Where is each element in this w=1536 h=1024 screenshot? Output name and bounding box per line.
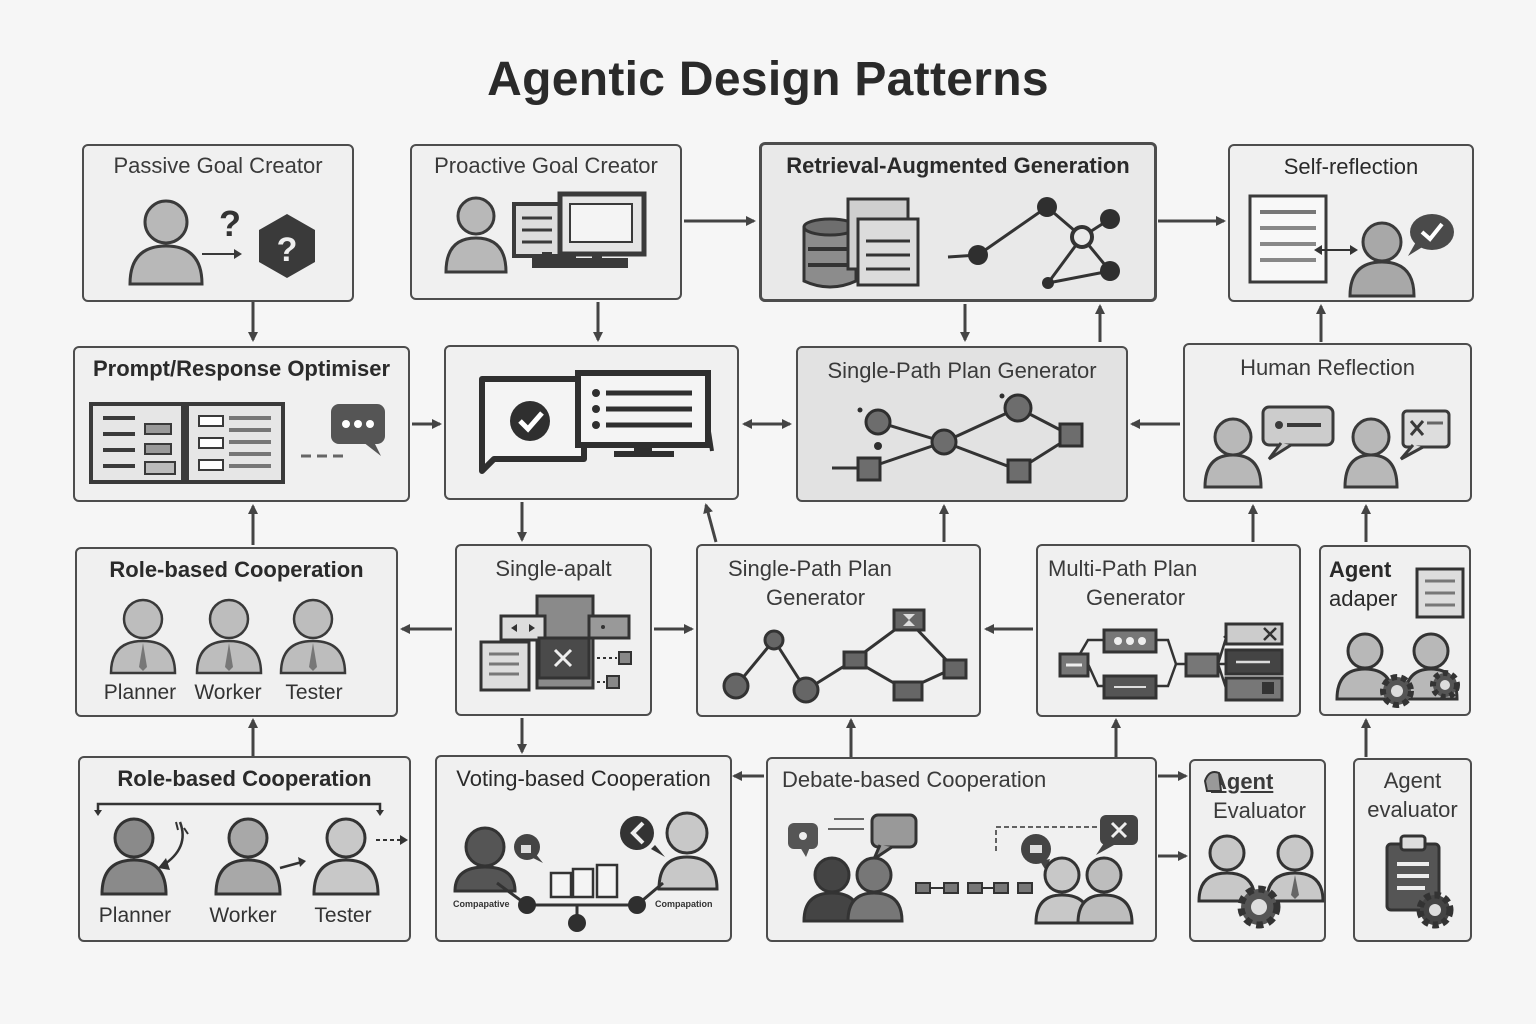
rag-label: Retrieval-Augmented Generation [786, 153, 1130, 178]
agent-adaper-line2: adaper [1329, 586, 1398, 612]
role-tester-2: Tester [314, 904, 372, 927]
agent-evaluator-b-box: Agent evaluator [1353, 758, 1472, 942]
diagram-title: Agentic Design Patterns [487, 53, 1049, 106]
single-apalt-box: Single-apalt [455, 544, 652, 716]
proactive-goal-creator-label: Proactive Goal Creator [434, 153, 658, 178]
prompt-optimiser-label: Prompt/Response Optimiser [92, 356, 391, 381]
plan-graph-icon [832, 393, 1084, 484]
user-monitor-icon [444, 191, 647, 274]
debate-icon [788, 813, 1138, 925]
self-reflection-label: Self-reflection [1283, 154, 1419, 179]
single-apalt-label: Single-apalt [495, 556, 612, 581]
single-path-plan-top-box: Single-Path Plan Generator [796, 346, 1128, 502]
role-planner: Planner [103, 681, 177, 704]
role-worker-2: Worker [209, 904, 277, 927]
response-check-box [444, 345, 739, 500]
svg-text:?: ? [277, 231, 298, 269]
evaluator-gear-icon [1197, 771, 1325, 929]
role-worker: Worker [194, 681, 262, 704]
voting-icon [453, 811, 719, 932]
agent-evaluator-b-line1: Agent [1383, 768, 1442, 793]
agent-adaper-line1: Agent [1329, 557, 1392, 582]
role-cooperation-2-box: Role-based Cooperation Planner Worker Te… [78, 756, 411, 942]
database-graph-icon [802, 197, 1120, 289]
checklist-user-icon [1248, 194, 1454, 298]
path-graph-icon [722, 608, 968, 704]
single-path-plan-top-label: Single-Path Plan Generator [827, 358, 1097, 383]
multi-path-plan-line2: Generator [1086, 585, 1186, 611]
multi-path-plan-label: Multi-Path Plan Generator [1038, 554, 1299, 612]
voting-cooperation-label: Voting-based Cooperation [456, 766, 711, 791]
debate-cooperation-label: Debate-based Cooperation [782, 767, 1047, 792]
human-reflection-box: Human Reflection [1183, 343, 1472, 502]
role-tester: Tester [285, 681, 343, 704]
team-handoff-icon [94, 802, 408, 896]
role-cooperation-2-label: Role-based Cooperation [117, 766, 372, 791]
users-feedback-icon [1203, 405, 1451, 489]
agent-evaluator-a-line2: Evaluator [1213, 798, 1306, 824]
role-cooperation-1-box: Role-based Cooperation Planner Worker Te… [75, 547, 398, 717]
voting-small-label-left: Compapative [453, 899, 510, 909]
branching-plan-icon [1058, 622, 1284, 702]
clipboard-gear-icon [1385, 834, 1454, 929]
check-chat-monitor-icon [479, 370, 714, 474]
agent-adaper-label: Agent adaper [1321, 555, 1469, 613]
role-planner-2: Planner [98, 904, 172, 927]
passive-goal-creator-label: Passive Goal Creator [113, 153, 323, 178]
single-path-plan-mid-line2: Generator [766, 585, 866, 611]
proactive-goal-creator-box: Proactive Goal Creator [410, 144, 682, 300]
task-widgets-icon [479, 594, 632, 692]
team-members-icon [109, 598, 347, 675]
adapter-gears-icon [1335, 567, 1465, 708]
voting-cooperation-box: Voting-based Cooperation Compapative Com… [435, 755, 732, 942]
voting-small-label-right: Compapation [655, 899, 713, 909]
multi-path-plan-box: Multi-Path Plan Generator [1036, 544, 1301, 717]
debate-cooperation-box: Debate-based Cooperation [766, 757, 1157, 942]
agent-evaluator-b-line2: evaluator [1367, 797, 1458, 823]
single-path-plan-mid-box: Single-Path Plan Generator [696, 544, 981, 717]
passive-goal-creator-box: Passive Goal Creator ? ? [82, 144, 354, 302]
agent-adaper-box: Agent adaper [1319, 545, 1471, 716]
single-path-plan-mid-line1: Single-Path Plan [728, 556, 892, 581]
prompt-optimiser-box: Prompt/Response Optimiser [73, 346, 410, 502]
human-reflection-label: Human Reflection [1240, 355, 1415, 380]
svg-text:?: ? [219, 203, 241, 244]
rag-box: Retrieval-Augmented Generation [759, 142, 1157, 302]
agent-evaluator-b-label: Agent evaluator [1355, 766, 1470, 824]
agent-evaluator-a-box: Agent Evaluator [1189, 759, 1326, 942]
self-reflection-box: Self-reflection [1228, 144, 1474, 302]
user-question-icon: ? ? [128, 199, 315, 286]
role-cooperation-1-label: Role-based Cooperation [109, 557, 364, 582]
multi-path-plan-line1: Multi-Path Plan [1048, 556, 1198, 581]
single-path-plan-mid-label: Single-Path Plan Generator [698, 554, 979, 612]
documents-chat-icon [89, 402, 385, 484]
